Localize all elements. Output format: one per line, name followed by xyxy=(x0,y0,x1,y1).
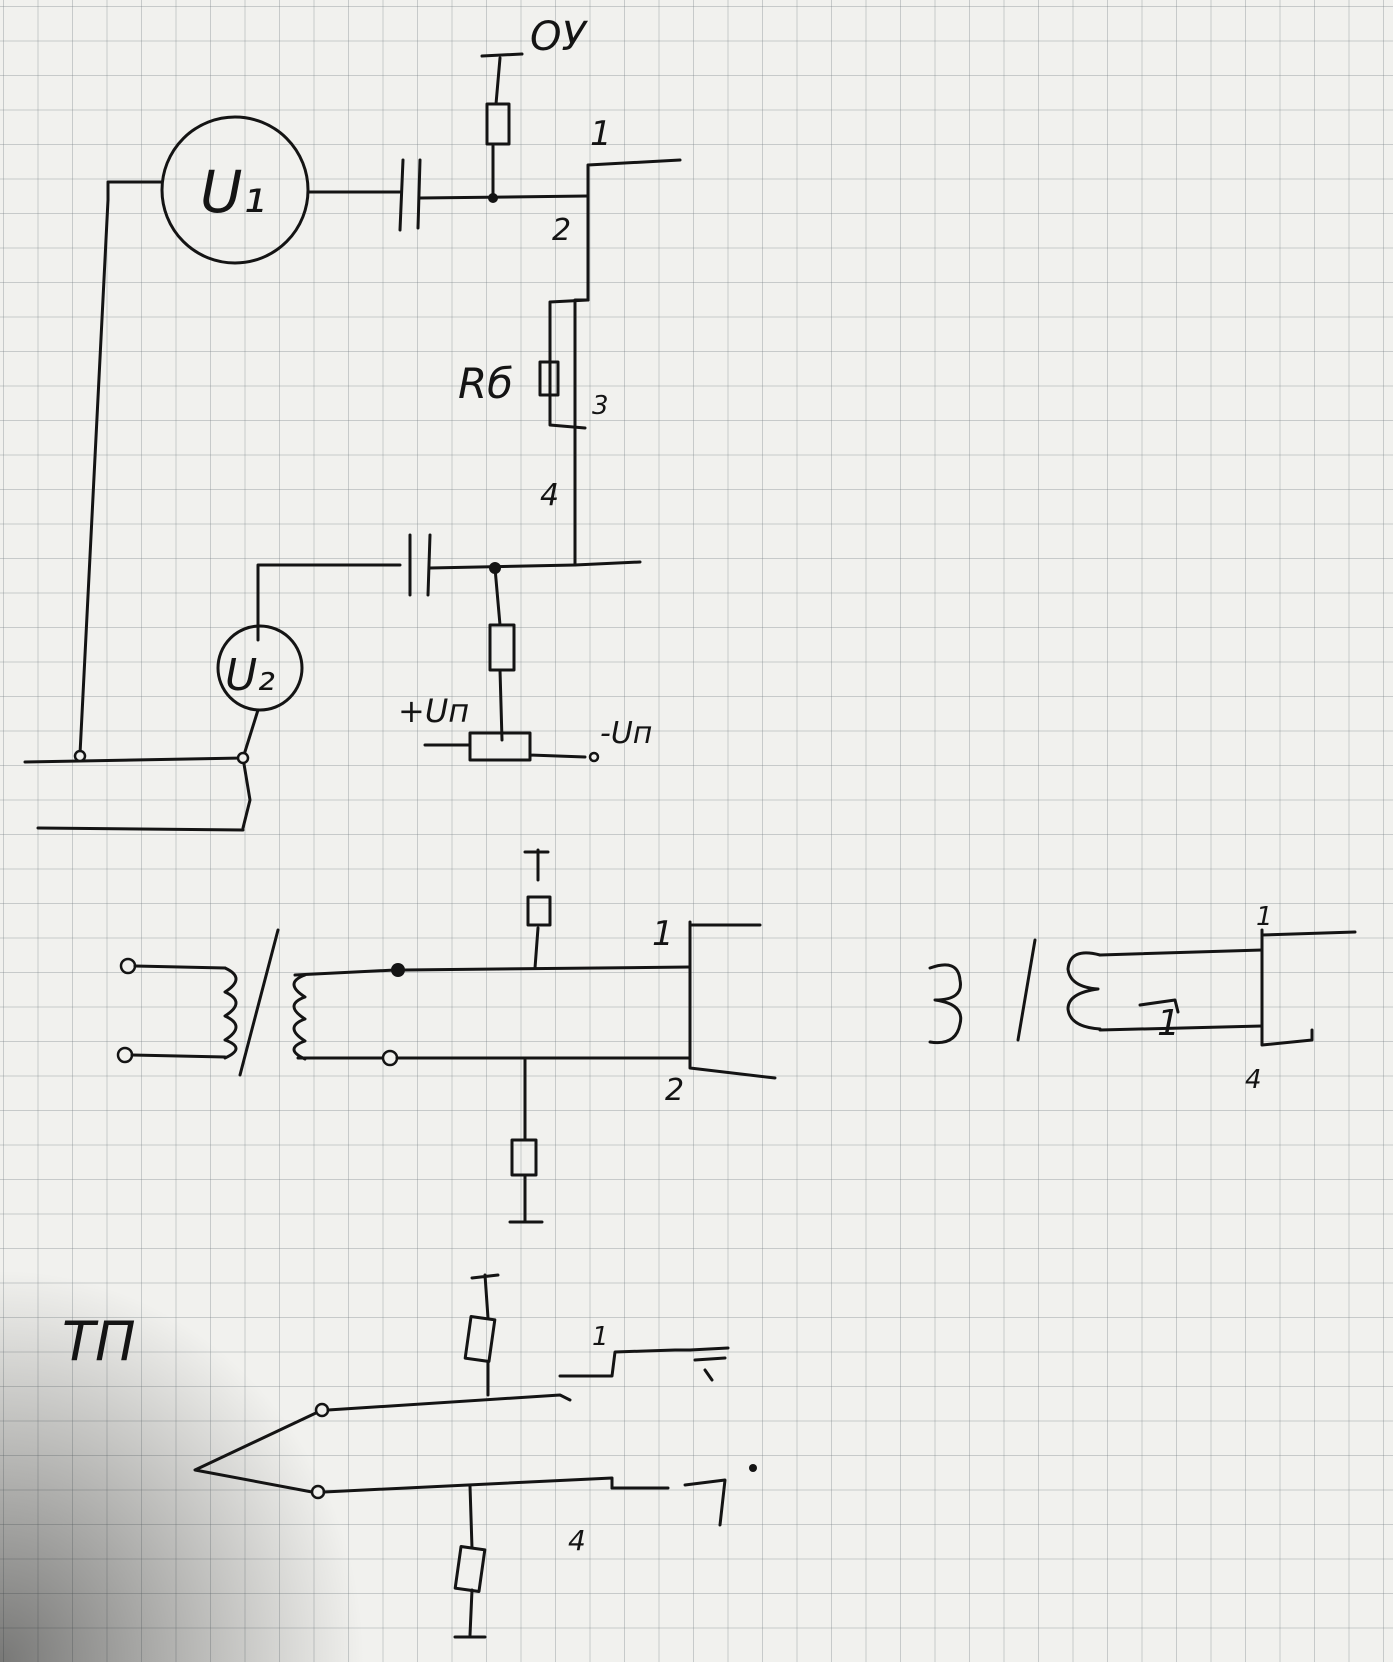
tc-top-wire xyxy=(326,1393,572,1412)
bus-node-right xyxy=(236,751,250,765)
amp-pin-2-label: 2 xyxy=(665,1073,684,1108)
u2-lead-wire xyxy=(241,708,260,830)
thermocouple-label: ТП xyxy=(62,1310,136,1373)
detail-pin-4-label: 4 xyxy=(1245,1065,1262,1095)
top-bias-wire xyxy=(480,52,524,200)
op-amp-body xyxy=(573,158,682,567)
bottom-bus-wire-1 xyxy=(23,756,245,764)
bottom-resistor xyxy=(510,1138,538,1177)
tc-amp-input-bottom xyxy=(610,1478,727,1527)
tc-amp-ground-top xyxy=(688,1346,730,1382)
secondary-leads xyxy=(293,968,397,1060)
bottom-bus-wire-2 xyxy=(36,826,245,832)
tc-pin-1-label: 1 xyxy=(592,1322,609,1352)
bias-resistor-2 xyxy=(488,623,516,672)
op-amp-label: ОУ xyxy=(530,14,588,60)
primary-leads xyxy=(130,964,227,1059)
detail-pin-top-label: 1 xyxy=(1256,902,1273,932)
source-u2-symbol xyxy=(216,624,304,712)
tc-bottom-resistor xyxy=(453,1545,487,1593)
pin-1-label: 1 xyxy=(590,114,612,154)
plus-supply-label: +Uп xyxy=(398,692,469,730)
detail-secondary-winding xyxy=(1066,951,1102,1031)
feedback-resistor-symbol xyxy=(538,298,590,430)
pin-4-label: 4 xyxy=(540,478,559,513)
thermocouple-junction xyxy=(193,1410,320,1494)
detail-leads xyxy=(1098,948,1264,1032)
bias-wire-2 xyxy=(493,566,504,742)
pin-3-label: 3 xyxy=(592,391,609,421)
source-u2-label: U₂ xyxy=(225,650,275,701)
cap2-to-node-wire xyxy=(428,563,577,570)
pin-2-label: 2 xyxy=(552,213,571,248)
tc-top-resistor xyxy=(463,1315,497,1363)
op-amp-circuit: U₁ ОУ 1 2 3 4 Rб +Uп -Uп U xyxy=(23,14,682,832)
tc-amp-input-top xyxy=(558,1348,692,1378)
to-amp-wires xyxy=(395,965,692,1060)
source-u1-symbol xyxy=(160,115,310,265)
tc-top-resistor-wire xyxy=(470,1273,500,1397)
top-resistor xyxy=(526,895,552,927)
secondary-node-bottom xyxy=(381,1049,399,1067)
cap1-to-node-wire xyxy=(418,194,590,200)
tc-pin-4-label: 4 xyxy=(568,1524,586,1557)
transformer-core xyxy=(238,928,280,1077)
feedback-resistor-label: Rб xyxy=(458,359,513,408)
minus-supply-label: -Uп xyxy=(600,716,652,751)
input-capacitor-1 xyxy=(398,158,422,232)
primary-winding xyxy=(223,966,238,1060)
detail-block xyxy=(1260,928,1357,1047)
detail-pin-1-label: 1 xyxy=(1157,1003,1180,1044)
amplifier-block xyxy=(688,920,777,1080)
bottom-resistor-wire xyxy=(508,1058,544,1224)
input-capacitor-2 xyxy=(408,533,432,597)
ink-spot xyxy=(749,1464,757,1472)
bus-node-left xyxy=(73,749,87,763)
tc-bottom-wire xyxy=(322,1476,614,1494)
u2-top-wire xyxy=(256,563,402,642)
input-terminal-bottom xyxy=(116,1046,134,1064)
u1-return-wire xyxy=(78,180,164,756)
detail-core xyxy=(1016,938,1037,1042)
top-resistor-wire xyxy=(523,848,550,970)
tc-bottom-resistor-wire xyxy=(453,1484,487,1639)
potentiometer-symbol xyxy=(423,731,587,762)
source-u1-label: U₁ xyxy=(200,158,266,226)
detail-primary-winding xyxy=(928,963,963,1045)
amp-pin-1-label: 1 xyxy=(652,914,674,954)
tc-terminal-top xyxy=(314,1402,330,1418)
thermocouple-circuit: ТП 1 4 xyxy=(62,1273,757,1639)
input-terminal-top xyxy=(119,957,137,975)
secondary-node-top xyxy=(391,963,405,977)
secondary-winding xyxy=(292,973,307,1061)
tc-terminal-bottom xyxy=(310,1484,326,1500)
top-bias-resistor xyxy=(485,102,511,146)
transformer-circuit: 1 2 1 1 4 xyxy=(116,848,1357,1224)
minus-supply-terminal xyxy=(588,751,600,763)
